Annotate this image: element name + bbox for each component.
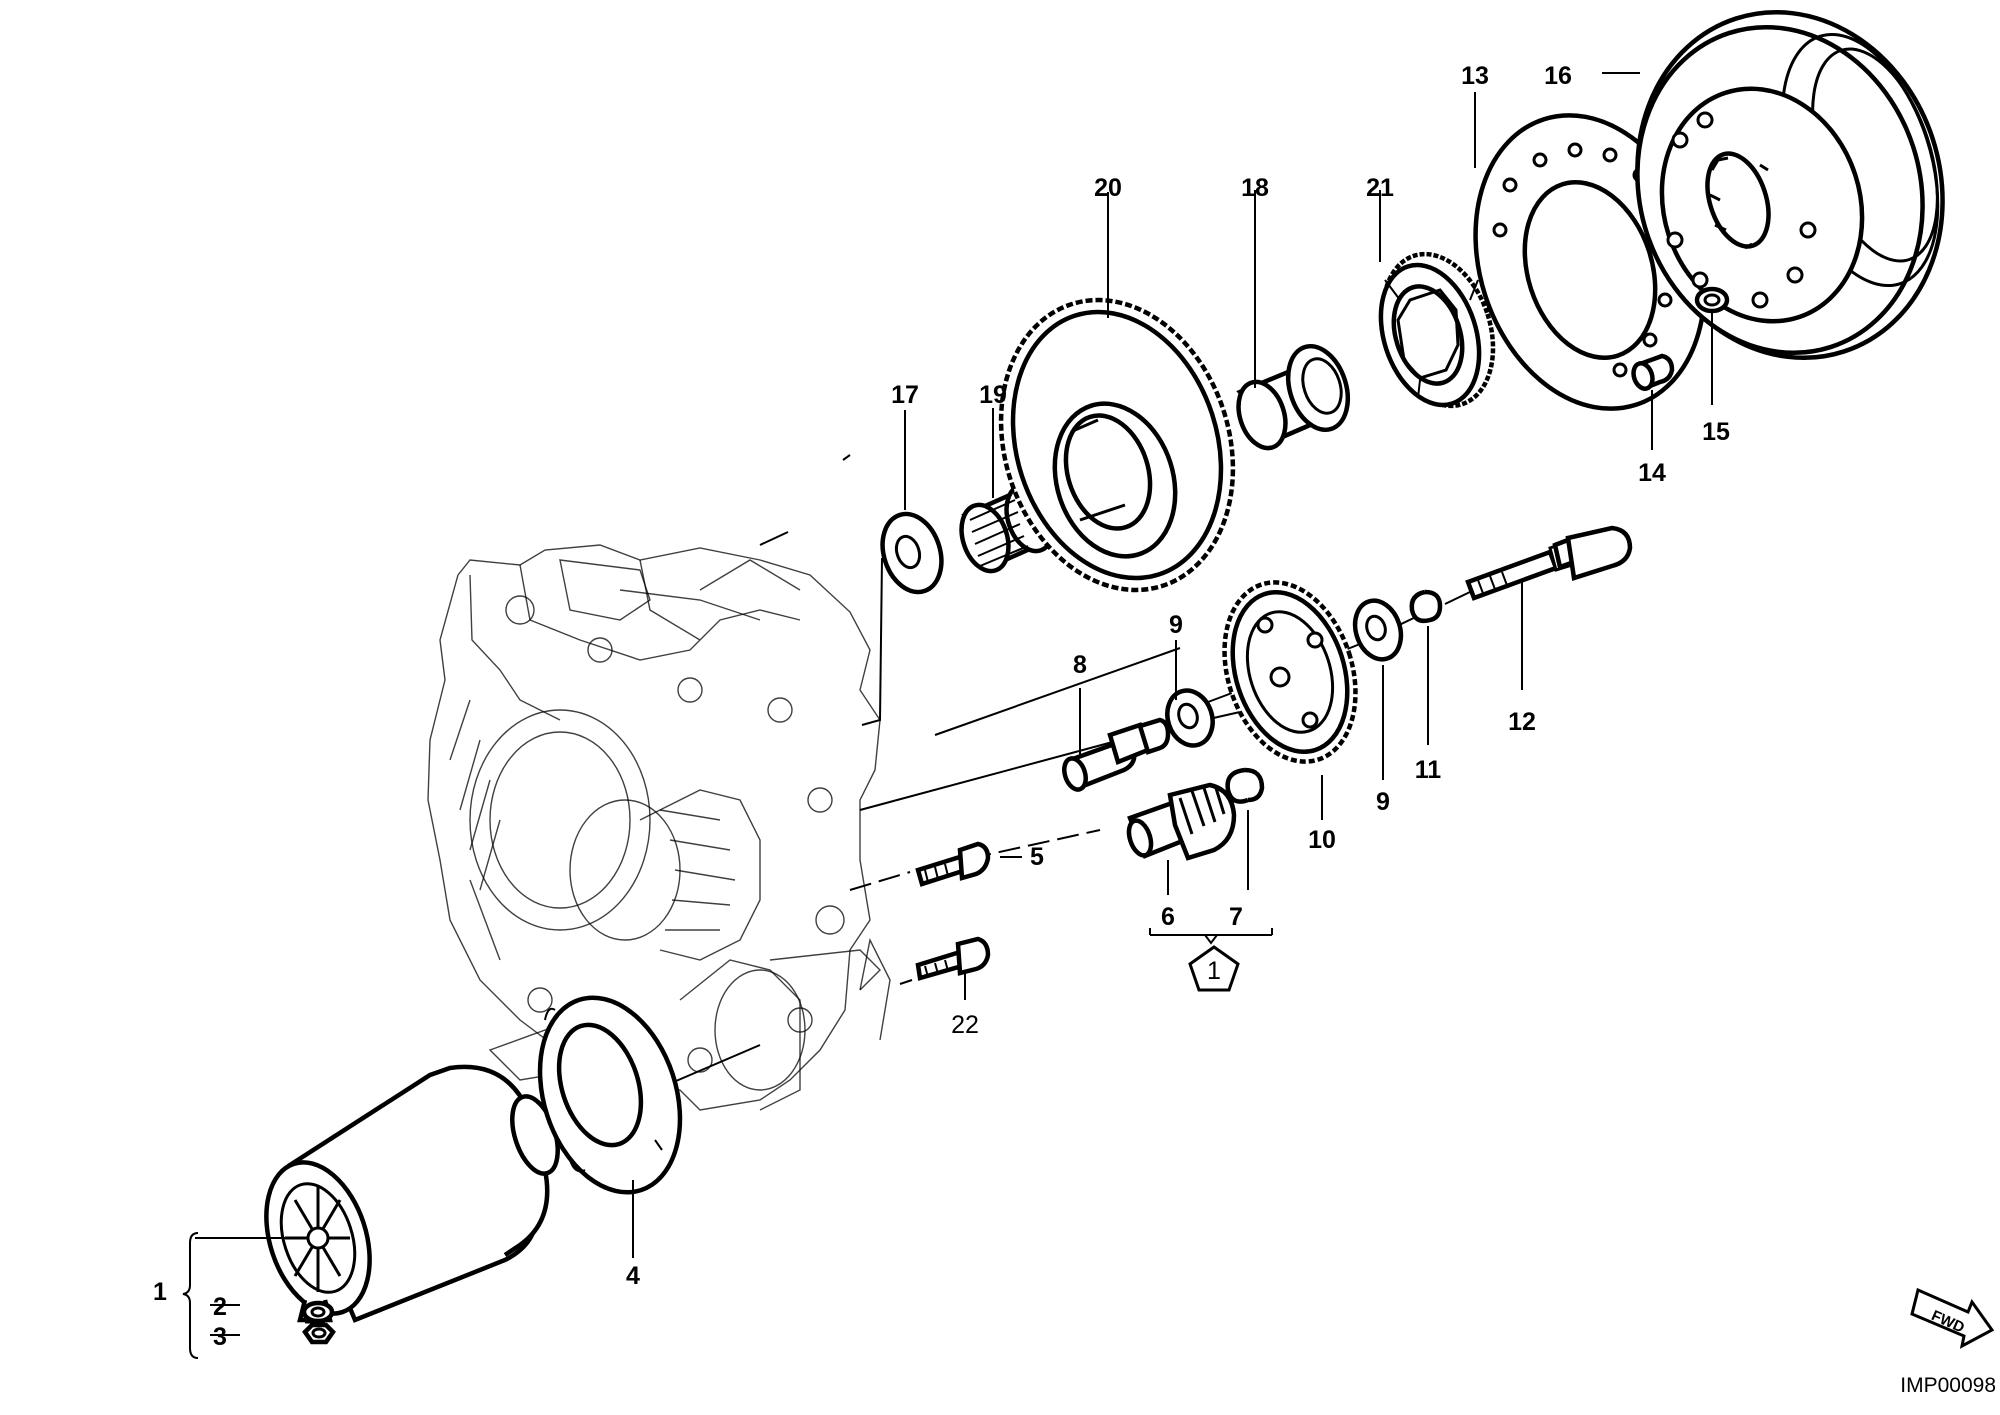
callout-10: 10 [1308,826,1336,854]
callout-11: 11 [1415,756,1442,784]
callout-15: 15 [1702,418,1730,446]
bush-18 [1236,343,1351,451]
callout-6: 6 [1161,903,1175,931]
freewheel-21 [1378,251,1496,409]
bolt-22 [915,936,991,981]
image-code: IMP00098 [1900,1374,1996,1397]
callout-17: 17 [891,381,919,409]
bolt-5 [915,841,991,887]
callout-13: 13 [1461,62,1489,90]
kit-symbol: 1 [1188,945,1240,992]
nut-3 [302,1322,336,1345]
circlip-7 [1225,767,1265,804]
callout-leaders [195,72,1713,1336]
callout-8: 8 [1073,651,1087,679]
callout-9-right: 9 [1376,788,1390,816]
callout-22: 22 [951,1011,979,1039]
callout-4: 4 [626,1262,640,1290]
kit-symbol-label: 1 [1207,957,1221,985]
gear-20 [998,297,1236,593]
starter-motor [264,1064,560,1324]
callout-3: 3 [213,1323,227,1351]
gear-10 [1222,580,1358,764]
nut-washer-2 [301,1300,335,1324]
callout-2: 2 [213,1293,227,1321]
group-brace [182,1232,199,1359]
callout-1: 1 [153,1278,167,1306]
dowel-14 [1631,353,1675,392]
callout-16: 16 [1544,62,1572,90]
fwd-arrow-icon: FWD [1910,1287,1995,1349]
callout-20: 20 [1094,174,1122,202]
bolt-12 [1465,525,1633,601]
gasket-4 [537,995,683,1195]
flywheel-16 [1635,9,1945,361]
callout-21: 21 [1366,174,1394,202]
callout-18: 18 [1241,174,1269,202]
callout-labels: 1 2 3 4 5 6 7 8 9 9 10 11 12 13 14 15 16… [153,62,1730,1351]
callout-5: 5 [1030,843,1044,871]
callout-19: 19 [979,381,1007,409]
callout-7: 7 [1229,903,1243,931]
callout-12: 12 [1508,708,1536,736]
washer-9-left [1165,688,1215,748]
shaft-8 [1062,717,1171,792]
pinion-6 [1126,782,1237,861]
engine-housing [427,544,891,1111]
callout-9-left: 9 [1169,611,1183,639]
callout-14: 14 [1638,459,1666,487]
washer-17 [880,511,944,595]
washer-9-right [1352,598,1404,662]
circlip-11 [1409,589,1443,624]
ring-15 [1694,286,1730,314]
